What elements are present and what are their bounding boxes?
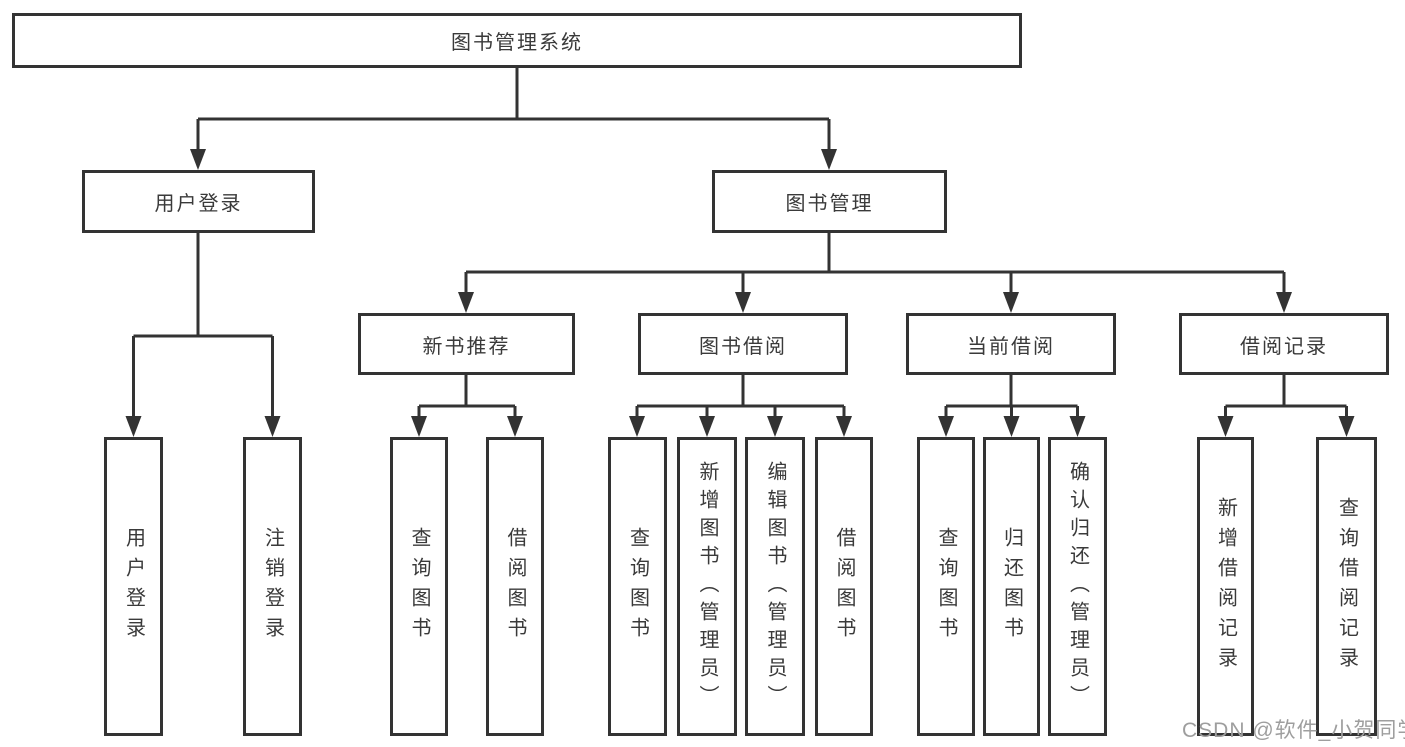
leaf-borrow-book-1: 借阅图书: [486, 437, 544, 736]
arrowhead-icon: [699, 416, 715, 437]
arrowhead-icon: [1003, 416, 1020, 437]
leaf-edit-book-admin: 编辑图书（管理员）: [745, 437, 805, 736]
connector-new-book-recommend: [417, 375, 517, 419]
node-new-book-recommend: 新书推荐: [358, 313, 575, 375]
node-borrow-records: 借阅记录: [1179, 313, 1389, 375]
arrowhead-icon: [821, 149, 837, 170]
arrowhead-icon: [629, 416, 645, 437]
leaf-add-borrow-record: 新增借阅记录: [1197, 437, 1254, 736]
node-library-system: 图书管理系统: [12, 13, 1022, 68]
leaf-query-book-2: 查询图书: [608, 437, 667, 736]
arrowhead-icon: [458, 292, 474, 313]
node-book-management: 图书管理: [712, 170, 947, 233]
connector-book-management: [464, 233, 1286, 295]
arrowhead-icon: [507, 416, 523, 437]
arrowhead-icon: [1217, 416, 1234, 437]
watermark: CSDN @软件_小贺同学: [1182, 719, 1405, 742]
connector-root: [196, 68, 831, 152]
leaf-logout: 注销登录: [243, 437, 302, 736]
arrowhead-icon: [1338, 416, 1355, 437]
connector-book-borrow: [635, 375, 846, 419]
arrowhead-icon: [1003, 292, 1019, 313]
leaf-add-book-admin: 新增图书（管理员）: [677, 437, 737, 736]
leaf-query-borrow-record: 查询借阅记录: [1316, 437, 1377, 736]
connector-borrow-records: [1224, 375, 1348, 419]
leaf-borrow-book-2: 借阅图书: [815, 437, 873, 736]
arrowhead-icon: [1276, 292, 1292, 313]
leaf-query-book-3: 查询图书: [917, 437, 975, 736]
arrowhead-icon: [125, 416, 142, 437]
node-user-login: 用户登录: [82, 170, 315, 233]
arrowhead-icon: [735, 292, 751, 313]
arrowhead-icon: [264, 416, 281, 437]
arrowhead-icon: [190, 149, 206, 170]
arrowhead-icon: [938, 416, 954, 437]
connector-user-login: [132, 233, 274, 419]
connector-current-borrow: [944, 375, 1079, 419]
leaf-user-login: 用户登录: [104, 437, 163, 736]
leaf-query-book-1: 查询图书: [390, 437, 448, 736]
node-book-borrow: 图书借阅: [638, 313, 848, 375]
leaf-confirm-return-admin: 确认归还（管理员）: [1048, 437, 1107, 736]
node-current-borrow: 当前借阅: [906, 313, 1116, 375]
arrowhead-icon: [767, 416, 783, 437]
arrowhead-icon: [411, 416, 427, 437]
arrowhead-icon: [836, 416, 852, 437]
arrowhead-icon: [1069, 416, 1086, 437]
leaf-return-book: 归还图书: [983, 437, 1040, 736]
